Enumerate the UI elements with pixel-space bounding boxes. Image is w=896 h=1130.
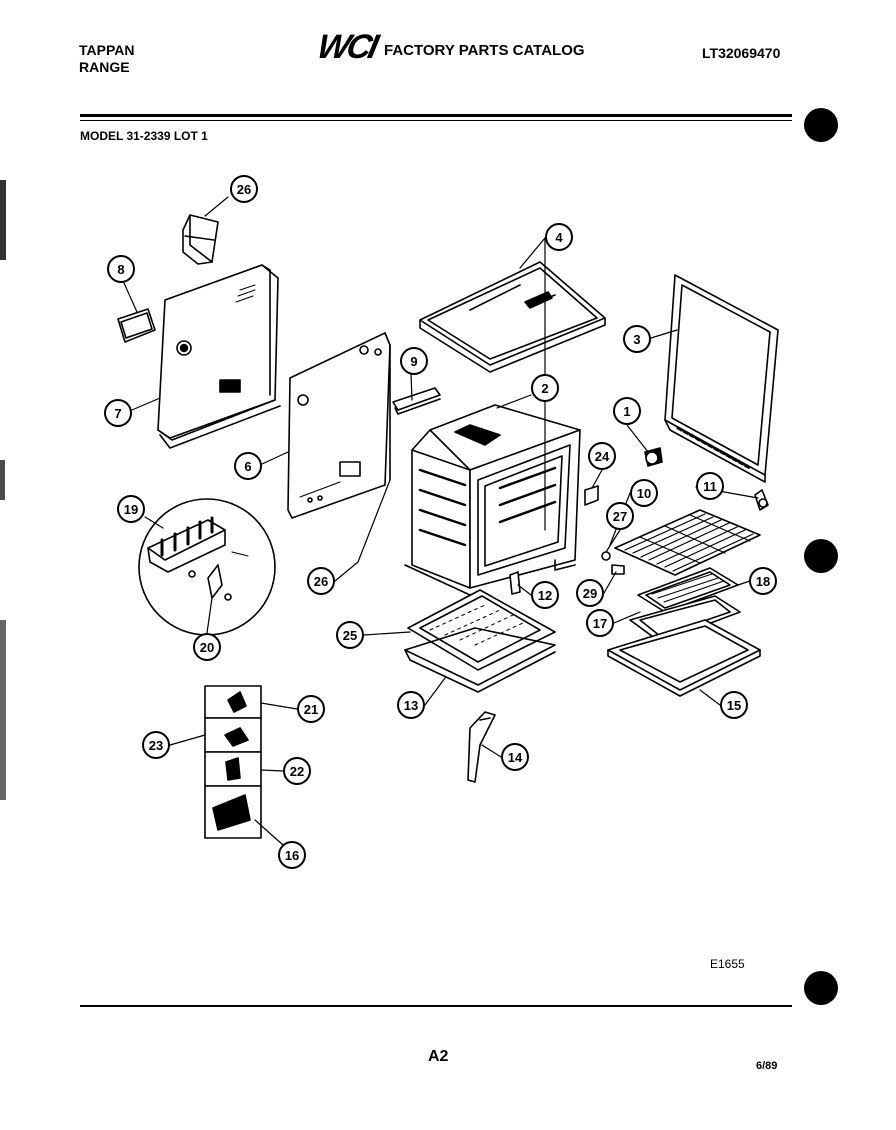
punch-hole <box>804 971 838 1005</box>
callout-8: 8 <box>107 255 135 283</box>
callout-26: 26 <box>307 567 335 595</box>
callout-25: 25 <box>336 621 364 649</box>
part-13-drawer-frame <box>404 627 556 693</box>
callout-15: 15 <box>720 691 748 719</box>
part-17-broil-pan <box>629 595 741 643</box>
callout-27: 27 <box>606 502 634 530</box>
callout-26: 26 <box>230 175 258 203</box>
callout-18: 18 <box>749 567 777 595</box>
callout-21: 21 <box>297 695 325 723</box>
callout-14: 14 <box>501 743 529 771</box>
punch-hole <box>804 108 838 142</box>
print-date: 6/89 <box>756 1060 778 1072</box>
leader-lines <box>123 196 759 846</box>
binder-edge-mark <box>0 620 6 800</box>
callout-12: 12 <box>531 581 559 609</box>
part-26-bracket <box>182 214 219 265</box>
binder-edge-mark <box>0 460 5 500</box>
part-9-bracket <box>392 387 441 415</box>
callout-13: 13 <box>397 691 425 719</box>
part-24-clip <box>584 485 599 506</box>
part-12-pin <box>509 571 521 595</box>
callout-22: 22 <box>283 757 311 785</box>
header-rule-thin <box>80 120 792 121</box>
catalog-number: LT32069470 <box>702 45 781 61</box>
punch-hole <box>804 539 838 573</box>
part-6-rear-panel <box>287 332 391 519</box>
callout-23: 23 <box>142 731 170 759</box>
part-11-screw <box>754 489 769 511</box>
callout-16: 16 <box>278 841 306 869</box>
callout-29: 29 <box>576 579 604 607</box>
parts-21-23-22-16-stack <box>204 685 262 839</box>
callout-11: 11 <box>696 472 724 500</box>
part-4-top-panel <box>419 261 606 373</box>
diagram-code: E1655 <box>710 957 745 971</box>
part-8-plate <box>117 308 156 343</box>
callout-9: 9 <box>400 347 428 375</box>
part-2-oven-body <box>404 404 581 611</box>
part-14-leg <box>467 711 496 783</box>
callout-7: 7 <box>104 399 132 427</box>
part-19-20-detail <box>138 498 276 636</box>
brand-line2: RANGE <box>79 59 130 75</box>
callout-10: 10 <box>630 479 658 507</box>
brand-line1: TAPPAN <box>79 42 135 58</box>
part-3-door-frame <box>664 274 779 483</box>
callout-6: 6 <box>234 452 262 480</box>
catalog-title: FACTORY PARTS CATALOG <box>384 42 585 59</box>
callout-19: 19 <box>117 495 145 523</box>
callout-3: 3 <box>623 325 651 353</box>
model-line: MODEL 31-2339 LOT 1 <box>80 129 208 143</box>
part-10-rack <box>614 509 761 576</box>
part-15-bottom-panel <box>607 619 761 697</box>
callout-1: 1 <box>613 397 641 425</box>
part-29-fastener <box>611 564 625 575</box>
binder-edge-mark <box>0 180 6 260</box>
callout-24: 24 <box>588 442 616 470</box>
part-7-side-panel <box>157 264 281 449</box>
footer-rule <box>80 1005 792 1007</box>
header-rule <box>80 114 792 117</box>
brand-block: TAPPAN RANGE <box>79 42 134 76</box>
callout-4: 4 <box>545 223 573 251</box>
page-number: A2 <box>428 1048 449 1065</box>
callout-20: 20 <box>193 633 221 661</box>
callout-17: 17 <box>586 609 614 637</box>
callout-2: 2 <box>531 374 559 402</box>
part-1-knob <box>644 447 663 467</box>
part-27-fastener <box>601 551 611 561</box>
